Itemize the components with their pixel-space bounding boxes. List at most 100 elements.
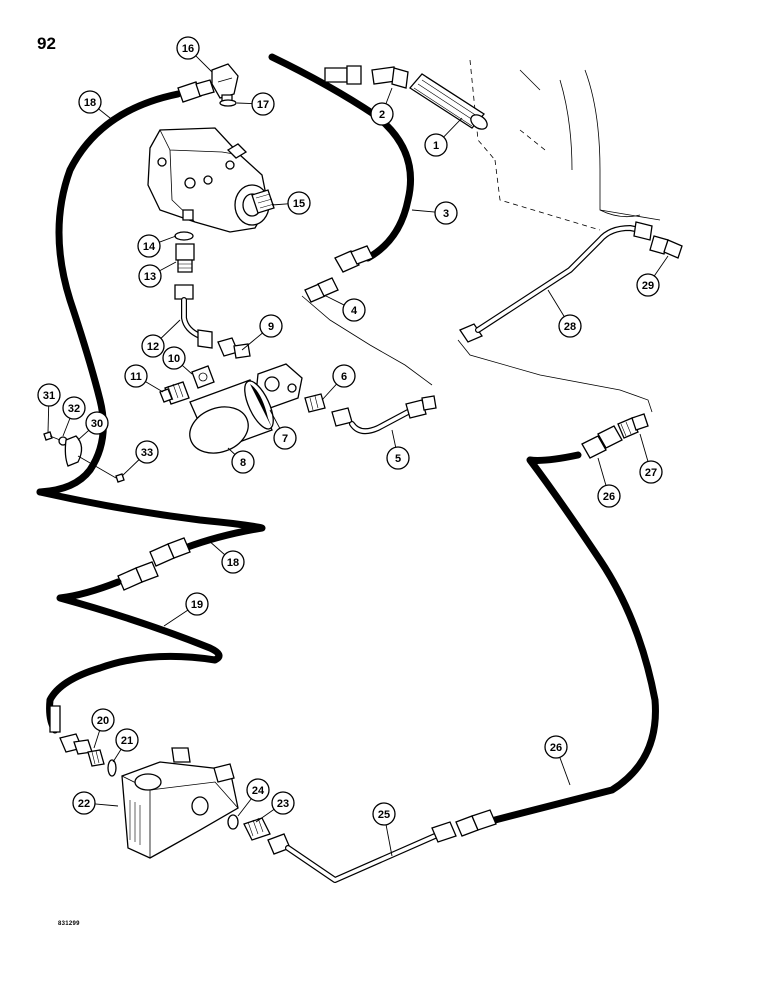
callout-27: 27	[639, 433, 663, 484]
callout-leader	[94, 803, 119, 807]
callout-circle	[639, 460, 663, 484]
adapter-10	[191, 365, 215, 389]
tube-12	[174, 284, 213, 349]
callout-circle	[135, 440, 159, 464]
callout-circle	[271, 791, 295, 815]
callout-leader	[236, 102, 253, 105]
hose-26	[491, 451, 659, 824]
callout-19: 19	[163, 592, 209, 627]
callout-leader	[112, 749, 122, 763]
callout-30: 30	[77, 411, 109, 441]
callout-leader	[237, 798, 252, 817]
callout-circle	[558, 314, 582, 338]
callout-leader	[159, 261, 177, 272]
o-ring-24	[227, 814, 239, 830]
callout-7: 7	[269, 409, 297, 450]
elbow-fitting-2	[371, 66, 409, 89]
callout-leader	[159, 235, 177, 243]
callout-leader	[195, 55, 213, 73]
fitting-6	[304, 393, 326, 413]
callout-label: 13	[144, 271, 156, 283]
callout-23: 23	[255, 791, 295, 823]
callout-leader	[443, 117, 463, 138]
elbow-fitting-29	[649, 235, 683, 259]
hose-end-26-lower	[455, 809, 497, 837]
callout-circle	[287, 191, 311, 215]
callout-label: 6	[341, 371, 347, 383]
routing-line-28-26	[457, 339, 653, 413]
callout-circle	[259, 314, 283, 338]
suction-strainer-1	[409, 73, 488, 130]
adapter-27	[617, 413, 649, 439]
callout-leader	[47, 405, 50, 433]
bolt-31	[43, 431, 61, 441]
callout-label: 32	[68, 403, 80, 415]
callout-label: 26	[550, 742, 562, 754]
callout-circle	[91, 708, 115, 732]
callout-label: 30	[91, 418, 103, 430]
callout-25: 25	[372, 802, 396, 857]
callout-leader	[639, 433, 649, 462]
callout-16: 16	[176, 36, 213, 73]
callout-2: 2	[370, 87, 394, 126]
hose-end-26	[581, 425, 623, 459]
callout-leader	[93, 730, 101, 749]
fitting-4	[304, 277, 339, 303]
fitting-20	[49, 705, 105, 767]
routing-line-4-5	[301, 295, 433, 386]
callout-12: 12	[141, 319, 181, 358]
callout-label: 31	[43, 390, 55, 402]
callout-leader	[207, 539, 226, 556]
callout-circle	[141, 334, 165, 358]
machine-frame-outline	[469, 59, 661, 231]
callout-leader	[145, 381, 164, 393]
oil-filter-8	[189, 379, 274, 454]
callout-4: 4	[325, 295, 366, 322]
callout-label: 25	[378, 809, 390, 821]
callout-13: 13	[138, 261, 177, 288]
hose-19	[46, 561, 223, 734]
o-ring-17	[219, 99, 237, 107]
hose-18-lower	[36, 488, 266, 567]
callout-circle	[137, 234, 161, 258]
callout-label: 5	[395, 453, 401, 465]
callout-circle	[176, 36, 200, 60]
callout-label: 23	[277, 798, 289, 810]
callout-circle	[246, 778, 270, 802]
callout-3: 3	[411, 201, 458, 225]
callout-label: 18	[84, 97, 96, 109]
callout-17: 17	[236, 92, 275, 116]
callout-circle	[386, 446, 410, 470]
callout-33: 33	[121, 440, 159, 477]
callout-circle	[231, 450, 255, 474]
callout-label: 18	[227, 557, 239, 569]
callout-leader	[385, 87, 393, 104]
tube-28	[459, 221, 653, 343]
fitting-11	[159, 381, 190, 405]
callout-label: 8	[240, 457, 246, 469]
hose-3	[268, 53, 414, 273]
callout-leader	[391, 429, 397, 448]
callout-label: 9	[268, 321, 274, 333]
filter-head-7	[255, 363, 303, 409]
clamp-30	[64, 435, 83, 467]
callout-circle	[162, 346, 186, 370]
callout-label: 29	[642, 280, 654, 292]
callout-label: 7	[282, 433, 288, 445]
callout-circle	[434, 201, 458, 225]
callout-circle	[370, 102, 394, 126]
callout-8: 8	[227, 447, 255, 474]
callout-31: 31	[37, 383, 61, 433]
callout-leader	[160, 319, 181, 339]
callout-14: 14	[137, 234, 177, 258]
callout-leader	[411, 209, 436, 213]
callout-label: 16	[182, 43, 194, 55]
callout-22: 22	[72, 791, 119, 815]
callout-1: 1	[424, 117, 463, 157]
elbow-fitting-16	[211, 63, 239, 102]
callout-label: 1	[433, 140, 439, 152]
callout-leader	[121, 459, 140, 477]
callout-label: 33	[141, 447, 153, 459]
